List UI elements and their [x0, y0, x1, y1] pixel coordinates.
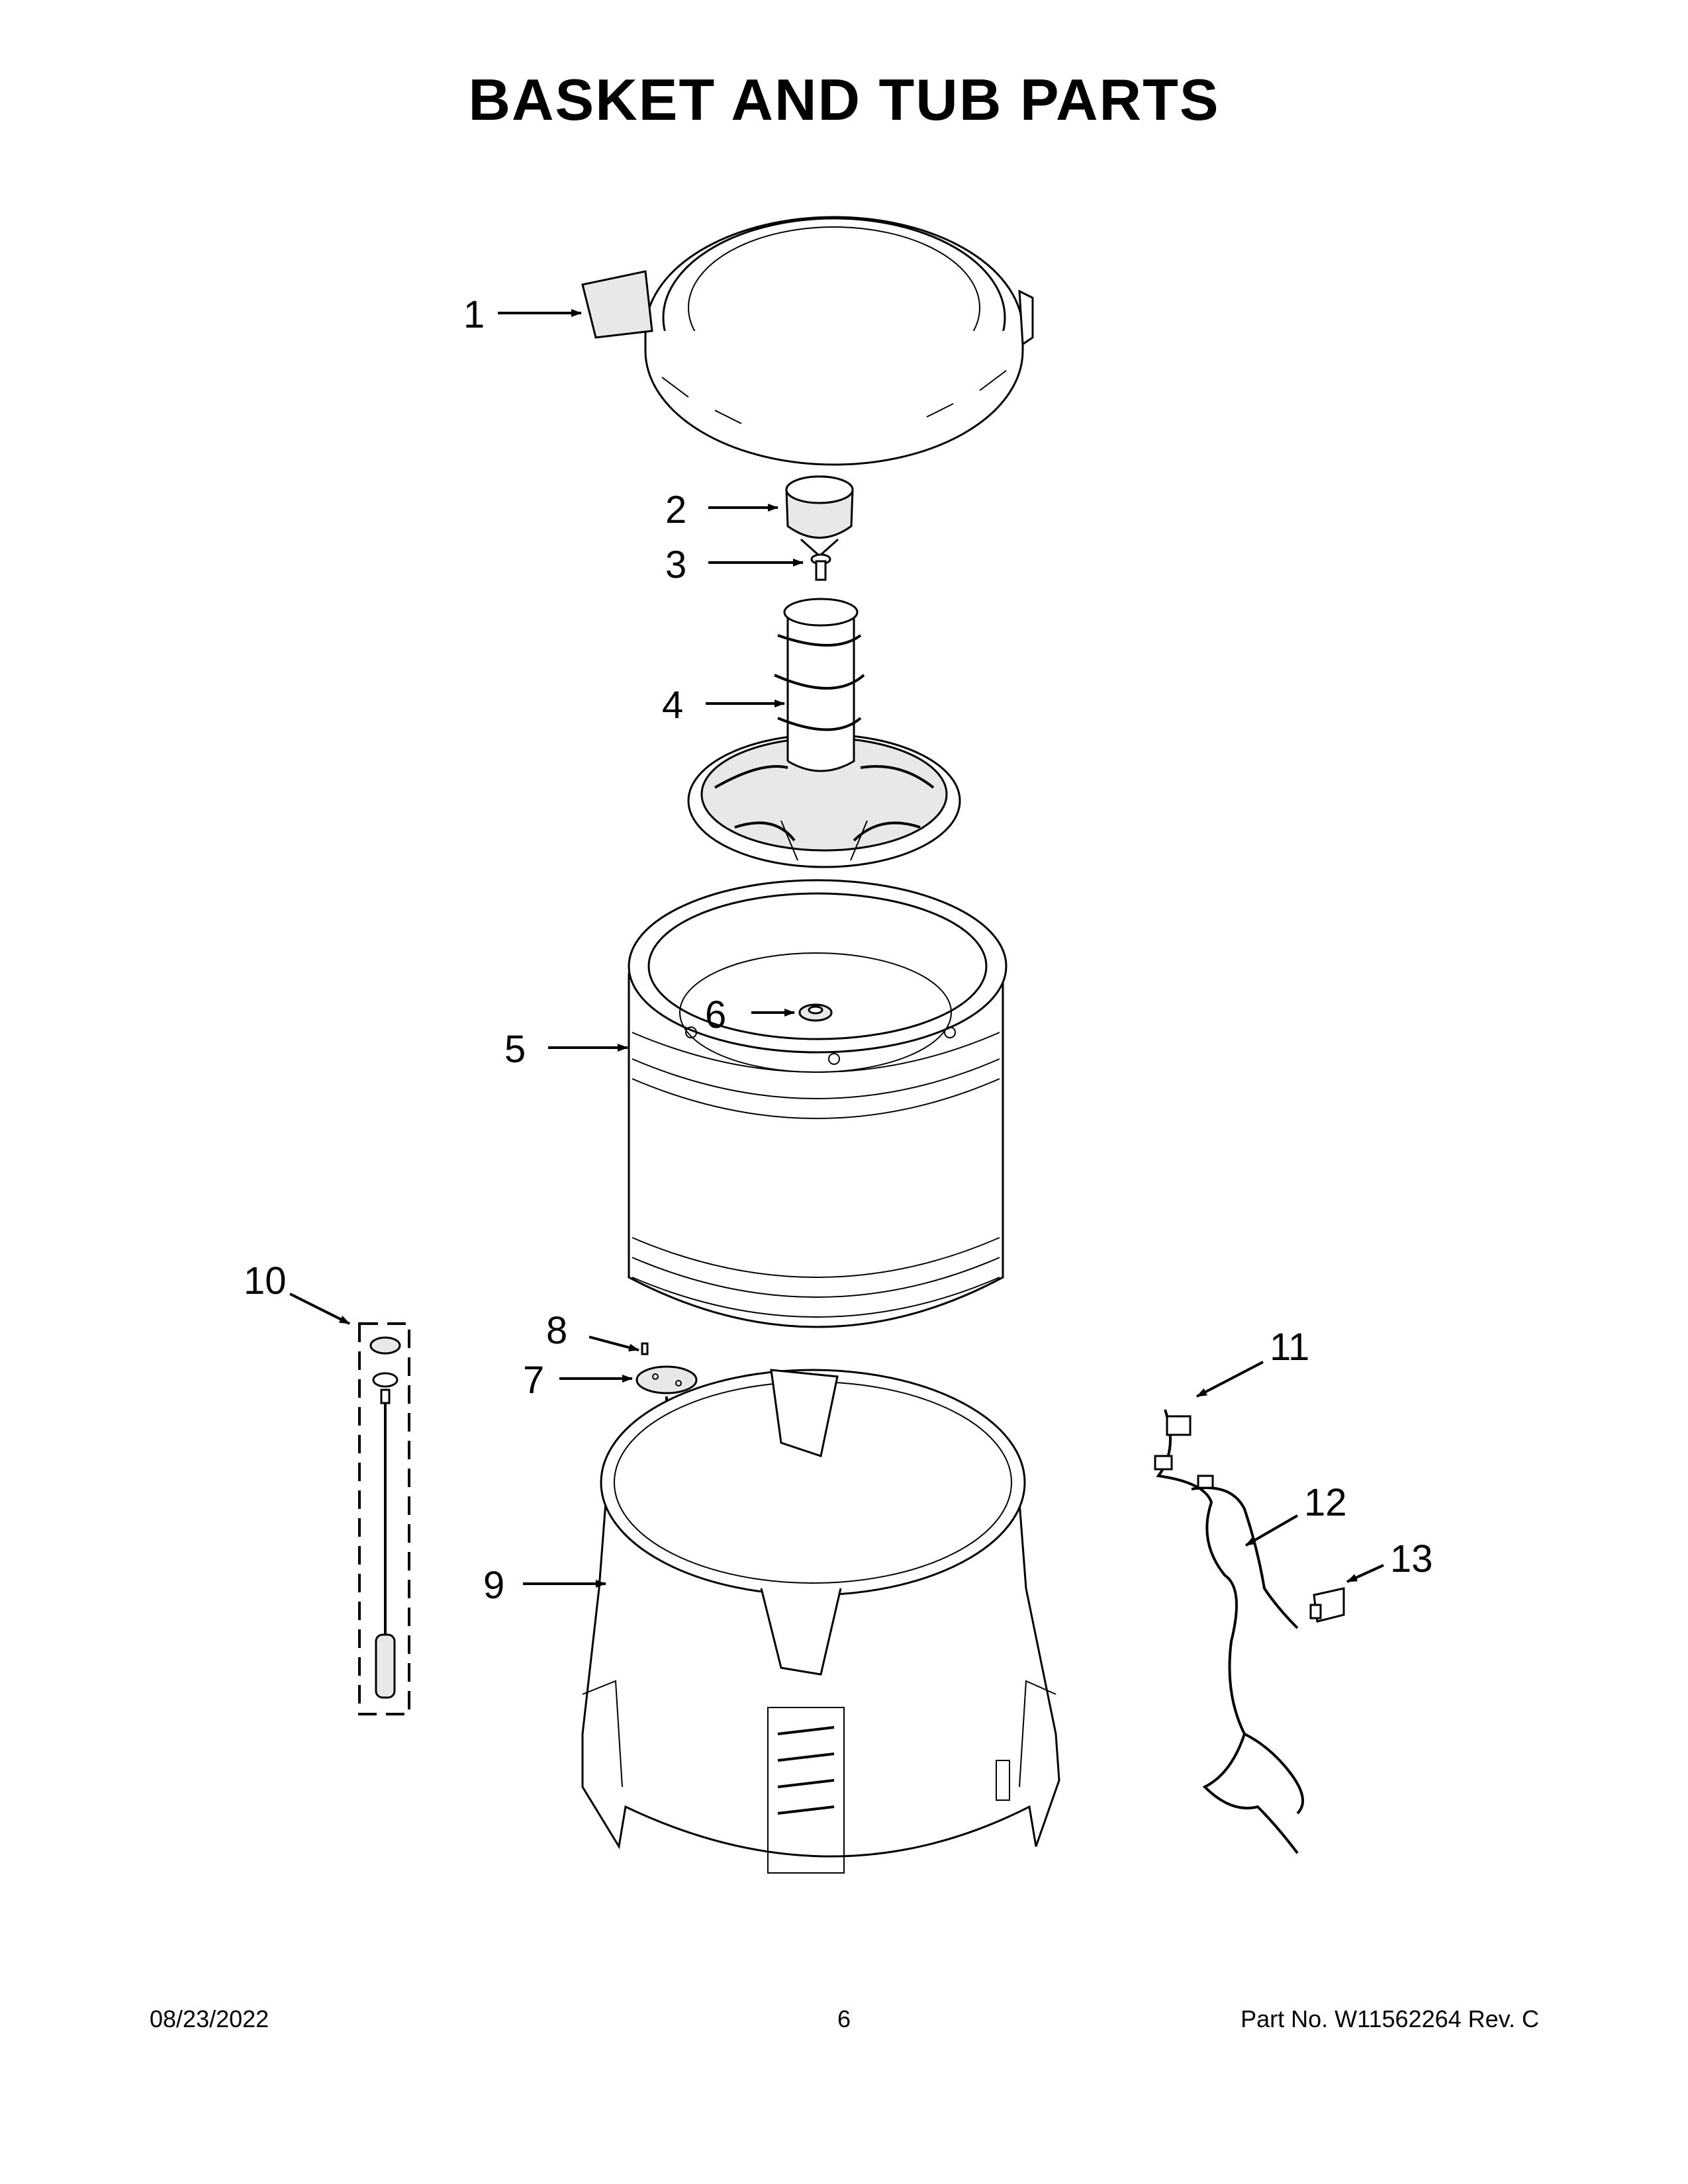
callout-6: 6 — [705, 993, 726, 1036]
cover-plate-part — [635, 1365, 698, 1394]
callout-1: 1 — [463, 293, 485, 336]
callout-13: 13 — [1390, 1537, 1433, 1580]
bolt-part — [810, 553, 831, 581]
impeller-part — [687, 598, 961, 868]
footer-page-number: 6 — [837, 2005, 851, 2032]
tub-ring-part — [581, 216, 1034, 466]
auger-cap-part — [785, 475, 854, 558]
screw-part — [641, 1342, 649, 1355]
callout-11: 11 — [1270, 1326, 1309, 1369]
footer-date: 08/23/2022 — [150, 2005, 269, 2032]
wire-harness-part — [1154, 1409, 1304, 1854]
callout-10: 10 — [244, 1259, 287, 1302]
callout-12: 12 — [1304, 1481, 1347, 1524]
drive-hub-part — [798, 1003, 833, 1022]
callout-3: 3 — [665, 543, 686, 586]
leader-arrows — [289, 309, 1384, 1588]
footer-part-number: Part No. W11562264 Rev. C — [1241, 2005, 1539, 2032]
clip-part — [1309, 1587, 1345, 1623]
callout-9: 9 — [483, 1564, 504, 1607]
callout-4: 4 — [662, 684, 683, 727]
suspension-rod-part — [358, 1322, 410, 1715]
callout-2: 2 — [665, 488, 686, 531]
callout-8: 8 — [546, 1309, 567, 1352]
callout-7: 7 — [523, 1359, 544, 1402]
outer-tub-part — [581, 1369, 1060, 1874]
page-title: BASKET AND TUB PARTS — [468, 67, 1220, 132]
callout-5: 5 — [504, 1028, 526, 1071]
basket-part — [628, 879, 1008, 1328]
